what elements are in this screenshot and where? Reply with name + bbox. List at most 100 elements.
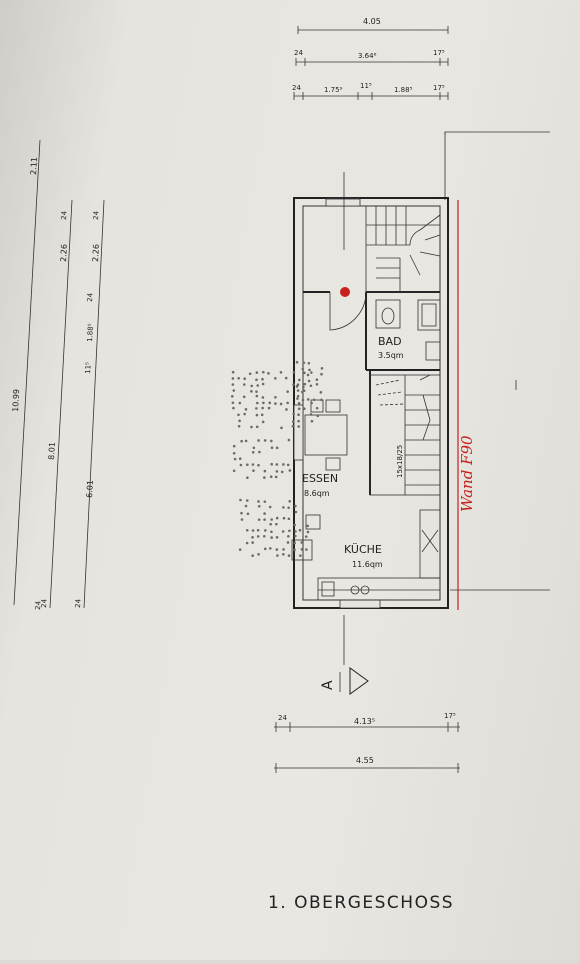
- dim-left-inner-g: 24: [86, 292, 94, 302]
- punch-dot: [237, 424, 241, 428]
- punch-dot: [245, 541, 249, 545]
- punch-dot: [275, 536, 279, 539]
- punch-dot: [288, 469, 292, 472]
- punch-dot: [263, 469, 267, 473]
- bottom-dimension-chains: 24 4.13⁵ 17⁵ 4.55: [274, 712, 460, 773]
- punch-dot: [258, 450, 261, 454]
- punch-dot: [245, 528, 249, 532]
- punch-dot: [275, 446, 279, 450]
- punch-dot: [274, 475, 278, 479]
- punch-dot: [275, 463, 279, 466]
- punch-dot: [240, 439, 243, 443]
- punch-dot: [282, 516, 286, 520]
- punch-dot: [251, 541, 255, 544]
- dim-left-middle-b: 24: [40, 598, 48, 608]
- dim-bottom-row1-c: 17⁵: [444, 712, 456, 720]
- punch-dot: [260, 413, 264, 417]
- punch-dot: [256, 535, 260, 538]
- punch-dot: [304, 535, 308, 538]
- punch-dot: [246, 476, 249, 480]
- punch-dot: [243, 412, 246, 416]
- punch-dot: [293, 548, 296, 552]
- punch-dot: [306, 398, 310, 401]
- punch-dot: [231, 370, 235, 374]
- lower-stair: 15x18/25: [369, 374, 441, 496]
- punch-dot: [294, 534, 297, 538]
- section-marker: A: [320, 615, 369, 695]
- upper-stair: [365, 205, 441, 293]
- punch-dot: [292, 412, 296, 416]
- punch-dot: [287, 534, 290, 538]
- punch-dot: [255, 394, 259, 398]
- punch-dot: [280, 426, 283, 430]
- punch-dot: [263, 476, 266, 479]
- punch-dot: [303, 407, 306, 410]
- punch-dot: [281, 530, 285, 533]
- fire-wall-annotation: Wand F90: [457, 200, 476, 610]
- punch-dot: [291, 424, 295, 428]
- punch-dot: [252, 446, 256, 450]
- dim-left-outer-top: 2.11: [29, 157, 39, 175]
- punch-dot: [238, 419, 241, 423]
- punch-dot: [251, 554, 254, 558]
- dim-top-row2-c: 17⁵: [433, 49, 445, 57]
- punch-dot: [274, 376, 277, 380]
- punch-dot: [287, 554, 291, 557]
- punch-dot: [275, 516, 279, 520]
- punch-dot: [297, 413, 300, 416]
- punch-dot: [256, 401, 259, 405]
- punch-dot: [315, 378, 319, 381]
- dim-bottom-row1-a: 24: [278, 714, 287, 722]
- punch-dot: [232, 469, 236, 473]
- punch-dot: [261, 420, 265, 424]
- punch-dot: [307, 379, 311, 383]
- punch-dot: [310, 401, 313, 405]
- punch-dot: [308, 368, 311, 372]
- punch-dot: [255, 425, 259, 429]
- punch-dot: [274, 395, 277, 399]
- punch-dot: [263, 512, 266, 515]
- punch-dot: [263, 439, 267, 442]
- bath-fixtures: BAD 3.5qm: [375, 299, 441, 361]
- punch-dot: [269, 475, 273, 478]
- punch-dot: [238, 548, 242, 551]
- dim-top-row2-a: 24: [294, 49, 303, 57]
- punch-dot: [297, 407, 301, 411]
- punch-dot: [305, 548, 308, 551]
- punch-dot: [276, 554, 279, 557]
- punch-dot: [274, 402, 277, 405]
- punch-dot: [263, 518, 266, 521]
- punch-dot: [257, 439, 260, 442]
- punch-dot: [257, 553, 260, 556]
- punch-dot: [296, 394, 300, 398]
- punch-dot: [256, 528, 260, 532]
- punch-dot: [240, 518, 244, 521]
- punch-dot: [261, 396, 265, 399]
- dim-top-overall: 4.05: [363, 17, 381, 26]
- punch-dot: [296, 397, 299, 400]
- punch-dot: [296, 389, 300, 392]
- punch-dot: [306, 524, 309, 528]
- bath-area: 3.5qm: [378, 351, 404, 360]
- punch-dot: [270, 439, 273, 443]
- punch-dot: [286, 390, 289, 393]
- punch-dot: [238, 401, 242, 405]
- punch-dot: [297, 402, 301, 405]
- punch-dot: [264, 529, 267, 532]
- punch-dot: [309, 384, 313, 388]
- top-dimension-chains: 4.05 24 3.64⁶ 17⁵ 24 1.75⁹ 11⁵ 1.88⁵ 17⁵: [292, 17, 449, 100]
- punch-dot: [255, 413, 259, 417]
- punch-dot: [231, 377, 235, 380]
- punch-dot: [282, 506, 285, 509]
- punch-dot: [299, 554, 302, 557]
- punch-dot: [246, 463, 249, 467]
- punch-dot: [251, 536, 254, 539]
- punch-dot: [248, 372, 252, 376]
- punch-dot: [309, 413, 313, 416]
- neighbour-outline: [444, 131, 550, 591]
- punch-dot: [316, 414, 320, 418]
- dining-name: ESSEN: [302, 472, 338, 485]
- punch-dot: [251, 450, 255, 454]
- punch-dot: [269, 522, 272, 526]
- punch-dot: [261, 382, 265, 386]
